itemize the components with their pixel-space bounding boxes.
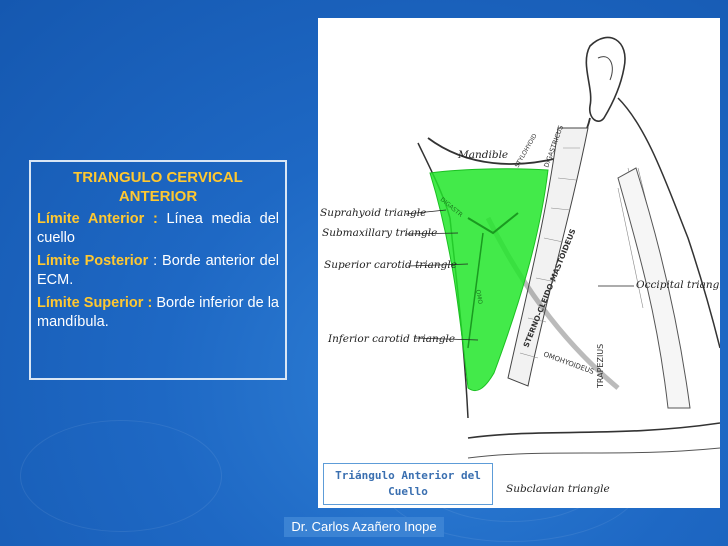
limit-superior-key: Límite Superior : <box>37 295 153 311</box>
caption-line-1: Triángulo Anterior del <box>335 469 481 482</box>
limit-anterior: Límite Anterior : Línea media del cuello <box>37 210 279 248</box>
anatomy-figure: Mandible Suprahyoid triangle Submaxillar… <box>318 18 720 508</box>
omohyoid-line <box>467 232 484 349</box>
limit-posterior-key: Límite Posterior <box>37 253 149 269</box>
limit-posterior-text: : Borde anterior del ECM. <box>37 253 279 288</box>
label-subclavian: Subclavian triangle <box>506 483 610 495</box>
pointer-lines <box>405 209 634 341</box>
label-occipital: Occipital triangle <box>636 279 720 291</box>
nape-outline <box>617 97 720 349</box>
description-textbox: TRIANGULO CERVICAL ANTERIOR Límite Anter… <box>29 160 287 380</box>
caption-line-2: Cuello <box>388 485 428 498</box>
footer-author: Dr. Carlos Azañero Inope <box>284 517 444 537</box>
clavicle-outline <box>467 422 720 439</box>
scm-muscle <box>507 127 589 387</box>
limit-superior: Límite Superior : Borde inferior de la m… <box>37 294 279 332</box>
label-trapezius: TRAPEZIUS <box>596 344 605 389</box>
trapezius-muscle <box>617 167 691 409</box>
ear-detail <box>597 56 613 81</box>
figure-caption: Triángulo Anterior del Cuello <box>323 463 493 505</box>
limit-anterior-key: Límite Anterior : <box>37 211 158 227</box>
limit-superior-text: Borde inferior de la mandíbula. <box>37 295 279 330</box>
label-suprahyoid: Suprahyoid triangle <box>320 207 426 219</box>
limit-posterior: Límite Posterior : Borde anterior del EC… <box>37 252 279 290</box>
label-superior-carotid: Superior carotid triangle <box>324 259 457 271</box>
label-omo: OMO <box>474 289 483 305</box>
label-submaxillary: Submaxillary triangle <box>322 227 437 239</box>
ear-outline <box>585 36 626 122</box>
limit-anterior-text: Línea media del cuello <box>37 211 279 246</box>
hyoid-lines <box>467 212 519 235</box>
anterior-triangle-highlight <box>429 168 549 392</box>
label-mandible: Mandible <box>457 149 508 161</box>
textbox-title: TRIANGULO CERVICAL ANTERIOR <box>73 169 243 205</box>
clavicle-lower <box>467 447 720 459</box>
label-inferior-carotid: Inferior carotid triangle <box>327 333 455 345</box>
neck-illustration: Mandible Suprahyoid triangle Submaxillar… <box>320 36 720 495</box>
background-ripple <box>20 420 222 532</box>
